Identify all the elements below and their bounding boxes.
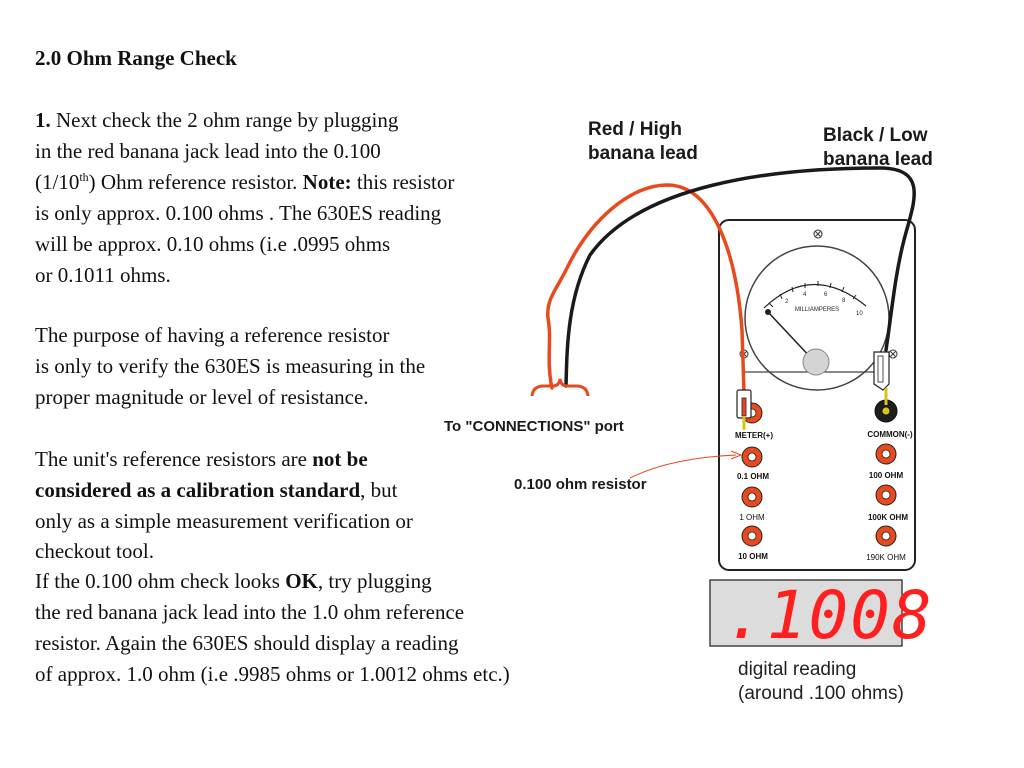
meter-needle [767,311,814,361]
readout-value: .1008 [725,577,934,654]
jack-label-100k-ohm: 100K OHM [868,513,908,522]
black-lead-label: Black / Low banana lead [823,125,933,170]
calibration-line-3: only as a simple measurement verificatio… [35,509,413,533]
top-screw-icon [813,229,823,239]
jack-0.1-ohm[interactable] [741,446,763,468]
step1-line-5: will be approx. 0.10 ohms (i.e .0995 ohm… [35,232,391,256]
digital-readout: .1008 [709,577,934,654]
calibration-line-2: considered as a calibration standard, bu… [35,478,398,502]
calibration-line-7: resistor. Again the 630ES should display… [35,631,459,655]
calibration-line-4: checkout tool. [35,539,154,563]
meter-scale-10: 10 [856,311,863,317]
meter-unit-label: MILLIAMPERES [795,307,839,313]
slide-title: 2.0 Ohm Range Check [35,46,237,70]
step1-line-2: in the red banana jack lead into the 0.1… [35,139,381,163]
purpose-line-1: The purpose of having a reference resist… [35,323,390,347]
jack-label-190k-ohm: 190K OHM [866,553,906,562]
step1-line-4: is only approx. 0.100 ohms . The 630ES r… [35,201,442,225]
jack-100k-ohm[interactable] [875,484,897,506]
jack-10-ohm[interactable] [741,525,763,547]
step1-line-3: (1/10th) Ohm reference resistor. Note: t… [35,170,455,194]
jack-label-10-ohm: 10 OHM [738,552,768,561]
purpose-line-2: is only to verify the 630ES is measuring… [35,354,426,378]
jack-100-ohm[interactable] [875,443,897,465]
step1-line-1: 1. Next check the 2 ohm range by pluggin… [35,108,399,132]
digital-reading-caption: digital reading (around .100 ohms) [738,659,904,704]
calibration-line-5: If the 0.100 ohm check looks OK, try plu… [35,569,432,593]
step1-line-6: or 0.1011 ohms. [35,263,171,287]
jack-label-meter: METER(+) [735,431,773,440]
resistor-label: 0.100 ohm resistor [514,476,647,493]
arrow-head-icon [730,450,743,460]
connector-brace [530,378,590,397]
jack-label-100-ohm: 100 OHM [869,471,904,480]
meter-scale-4: 4 [803,292,807,298]
jack-1-ohm[interactable] [741,486,763,508]
analog-meter: 2 4 6 8 10 MILLIAMPERES [744,245,890,391]
red-lead-wire [546,183,746,394]
red-banana-plug [736,389,752,430]
meter-pivot [802,348,830,376]
jack-label-0.1-ohm: 0.1 OHM [737,472,769,481]
jack-label-common: COMMON(-) [867,430,913,439]
meter-scale-8: 8 [842,298,846,304]
connections-port-label: To "CONNECTIONS" port [444,418,624,435]
jack-label-1-ohm: 1 OHM [739,513,765,522]
black-lead-wire [564,166,916,388]
jack-190k-ohm[interactable] [875,525,897,547]
calibration-line-6: the red banana jack lead into the 1.0 oh… [35,600,465,624]
black-banana-plug [873,351,890,405]
right-screw-icon [888,349,898,359]
resistor-pointer [629,454,737,479]
calibration-line-8: of approx. 1.0 ohm (i.e .9985 ohms or 1.… [35,662,510,686]
calibration-line-1: The unit's reference resistors are not b… [35,447,368,471]
purpose-line-3: proper magnitude or level of resistance. [35,385,369,409]
meter-scale-6: 6 [824,292,828,298]
meter-scale-2: 2 [785,299,789,305]
red-lead-label: Red / High banana lead [588,119,698,164]
